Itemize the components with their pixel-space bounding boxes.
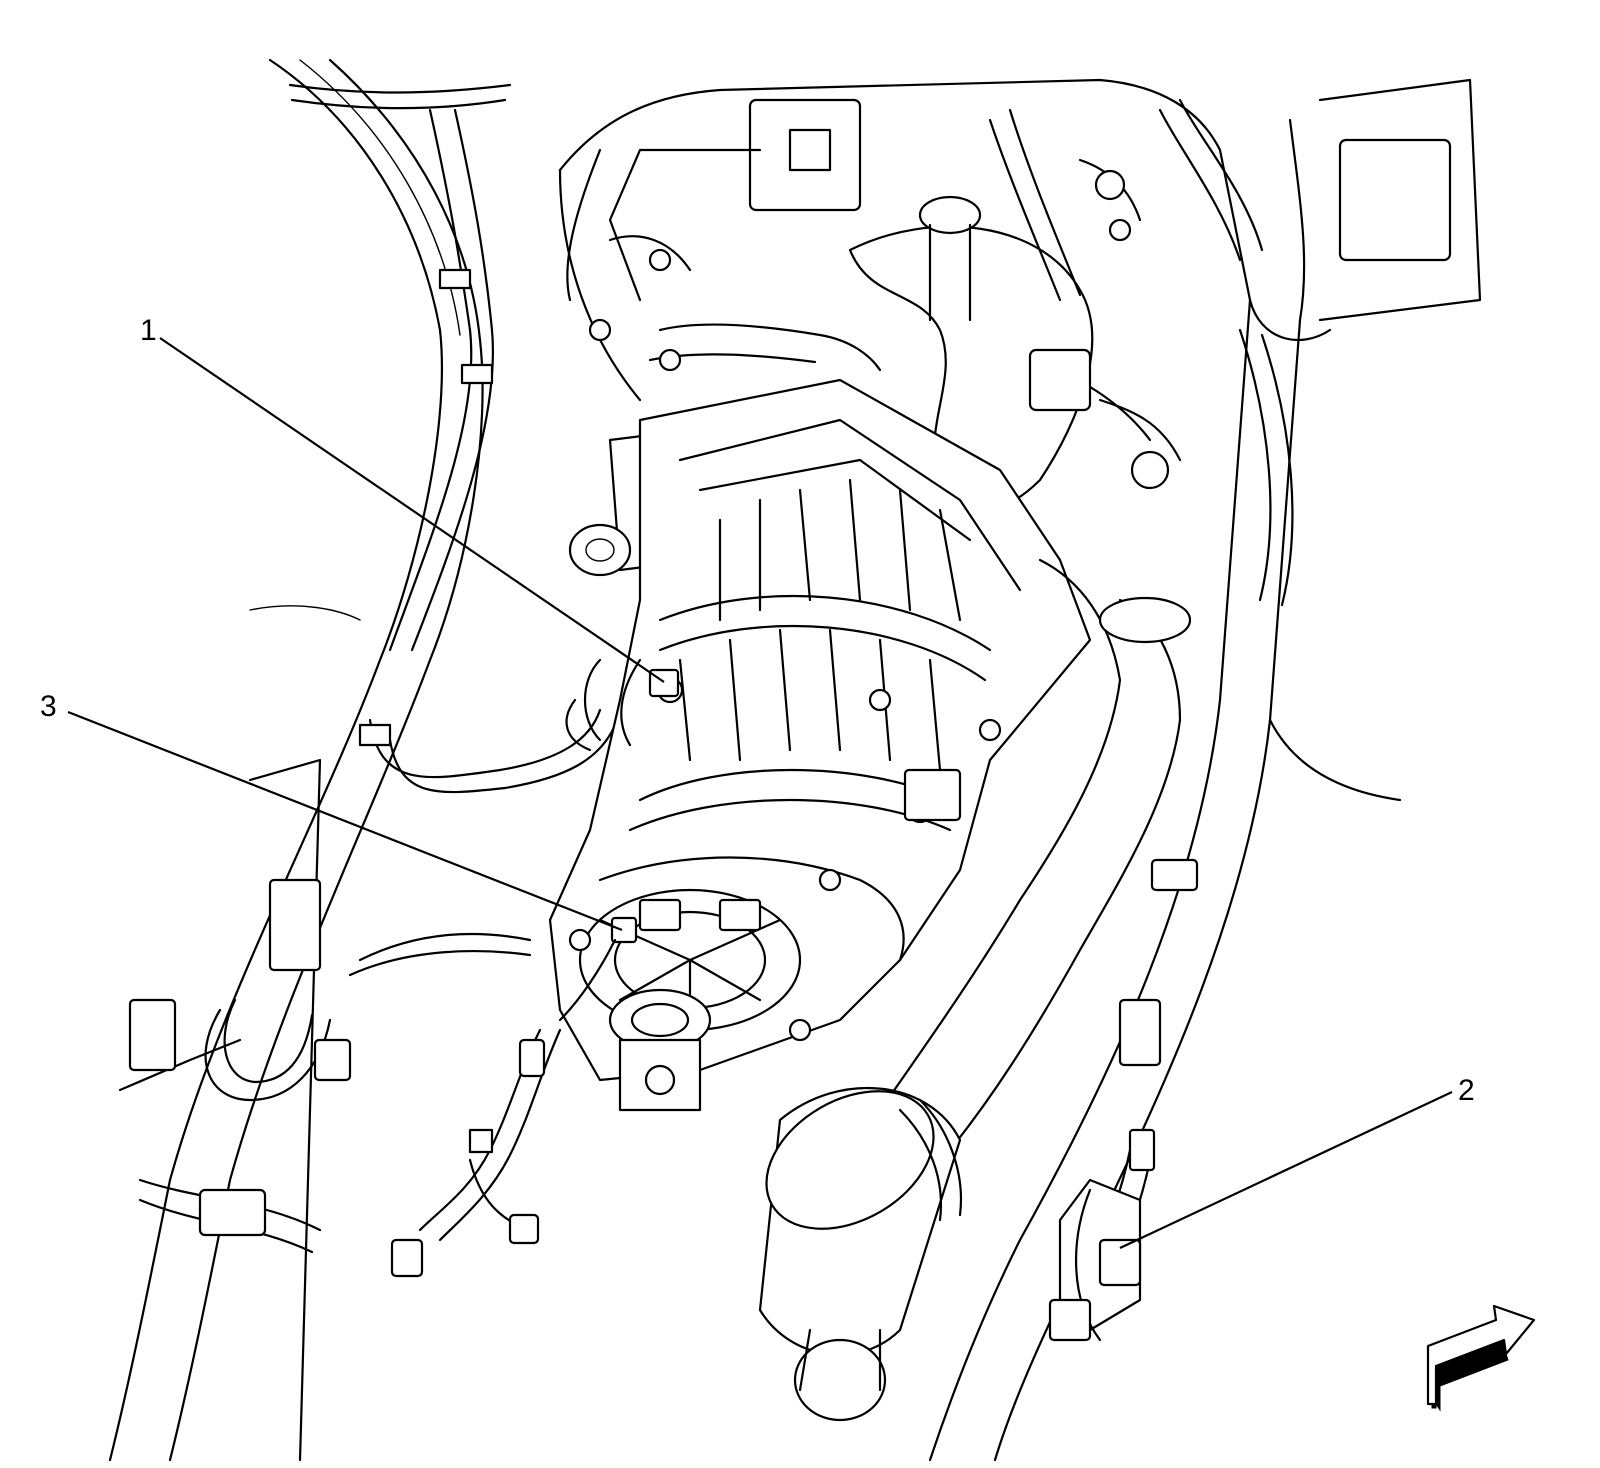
left-wiring-harness	[138, 83, 617, 1254]
callout-1: 1	[140, 314, 665, 683]
exhaust-pipe	[758, 558, 1192, 1422]
callout-2: 2	[1119, 1074, 1475, 1249]
engine-assembly	[558, 78, 1482, 512]
callout-1-label: 1	[140, 314, 157, 347]
forward-direction-arrow-icon	[1426, 1304, 1536, 1412]
transmission-range-connector	[565, 658, 680, 752]
right-frame-connector-module	[1048, 1128, 1156, 1342]
lower-left-connectors	[313, 1028, 562, 1278]
output-speed-sensor-connector	[558, 916, 638, 1022]
left-frame-rail	[108, 58, 484, 1462]
callout-2-label: 2	[1458, 1074, 1475, 1107]
callout-3-label: 3	[40, 690, 57, 723]
callout-3: 3	[40, 690, 623, 932]
